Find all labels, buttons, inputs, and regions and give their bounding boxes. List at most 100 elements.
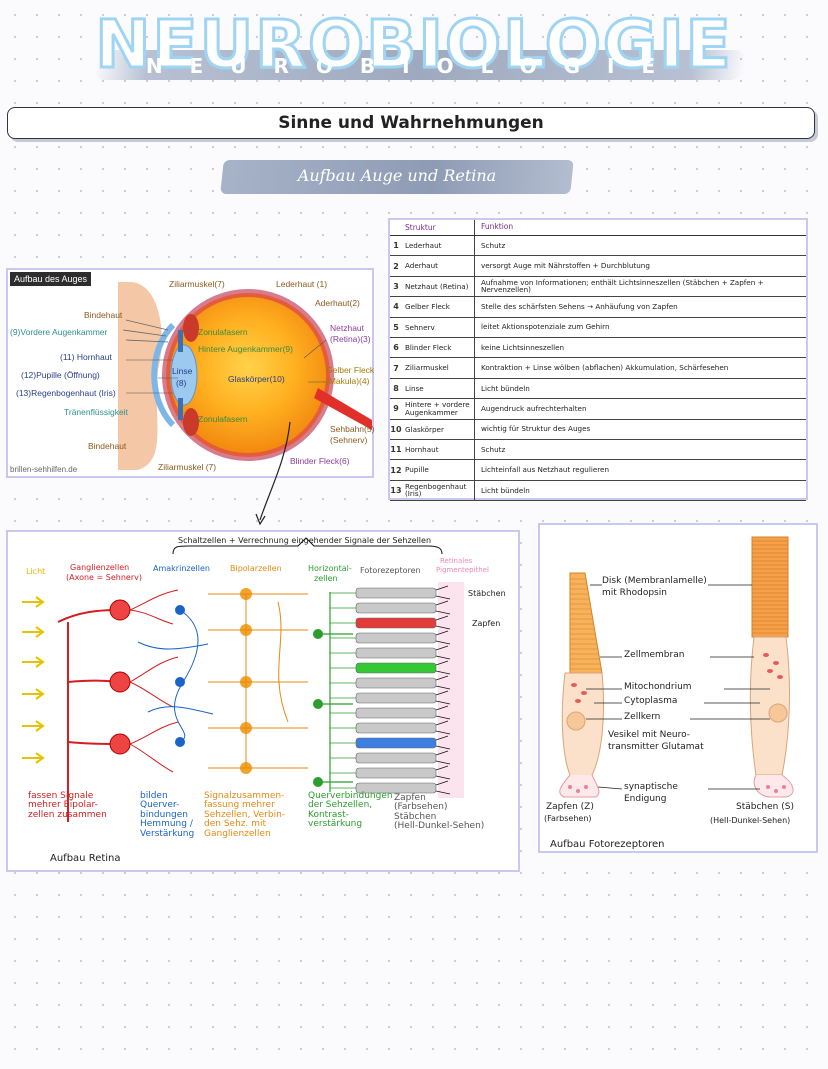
photoreceptor-cell	[355, 767, 437, 779]
table-row-number: 5	[393, 322, 399, 332]
eye-credit: brillen-sehhilfen.de	[10, 465, 78, 474]
photoreceptor-cell	[355, 737, 437, 749]
top-bracket	[172, 537, 443, 555]
arrow-to-retina	[255, 421, 291, 526]
label-aderhaut: Aderhaut(2)	[315, 298, 360, 308]
label-makula: (Makula)(4)	[326, 376, 370, 386]
table-header-struktur: Struktur	[405, 222, 436, 232]
table-row-number: 3	[393, 281, 399, 291]
table-row-structure: Lederhaut	[405, 240, 442, 250]
label-pupille: (12)Pupille (Öffnung)	[21, 370, 100, 380]
label-zapfen: Zapfen (Z)	[546, 802, 594, 812]
light-arrow-icon	[22, 656, 45, 668]
table-row-structure: Gelber Fleck	[405, 302, 450, 312]
eye-diagram: Aufbau des Auges Ziliarmuskel(7) Lederha…	[6, 268, 374, 478]
rod-synaptic-ending	[753, 774, 794, 798]
label-synaptisch: synaptische	[624, 782, 678, 792]
eye-illustration	[118, 281, 372, 470]
table-header-funktion: Funktion	[481, 222, 514, 232]
photoreceptor-cell	[355, 587, 437, 599]
ciliary-muscle-top	[183, 314, 199, 342]
label-ziliarmuskel-bottom: Ziliarmuskel (7)	[158, 462, 217, 472]
table-row-number: 8	[393, 383, 399, 393]
retina-label-horizontal-sub: zellen	[314, 574, 338, 583]
retina-label-ganglien-sub: (Axone = Sehnerv)	[66, 573, 142, 582]
label-zellmembran: Zellmembran	[624, 650, 685, 660]
label-zonulafasern-top: Zonulafasern	[198, 327, 248, 337]
photoreceptor-cell	[355, 662, 437, 674]
eye-diagram-tag: Aufbau des Auges	[10, 272, 92, 286]
label-synaptisch-sub: Endigung	[624, 794, 667, 804]
table-row-structure: Netzhaut (Retina)	[405, 281, 469, 291]
table-row-structure: Ziliarmuskel	[405, 363, 449, 373]
retina-label-pigment: Retinales	[440, 557, 473, 565]
label-staebchen-sub: (Hell-Dunkel-Sehen)	[710, 816, 791, 825]
horizontal-cells	[313, 629, 323, 787]
vitreous-body	[170, 297, 326, 453]
light-arrow-icon	[22, 596, 45, 608]
retina-top-caption: Schaltzellen + Verrechnung eingehender S…	[178, 536, 432, 545]
light-arrow-icon	[22, 626, 45, 638]
light-arrow-icon	[22, 720, 45, 732]
label-lederhaut: Lederhaut (1)	[276, 279, 328, 289]
retina-desc-fotorezeptoren: Zapfen(Farbsehen)Stäbchen(Hell-Dunkel-Se…	[394, 793, 485, 832]
table-row-function: keine Lichtsinneszellen	[481, 342, 565, 352]
label-glaskoerper: Glaskörper(10)	[228, 374, 285, 384]
retina-diagram: Schaltzellen + Verrechnung eingehender S…	[6, 530, 520, 872]
cone-synaptic-ending	[559, 774, 600, 798]
page-title: NEUROBIOLOGIE	[94, 5, 733, 85]
title-banner: NEUROBIOLOGIE NEUROBIOLOGIE	[0, 5, 828, 102]
label-cytoplasma: Cytoplasma	[624, 696, 678, 706]
retina-label-licht: Licht	[26, 567, 46, 576]
table-row-number: 13	[390, 485, 402, 495]
retina-label-bipolar: Bipolarzellen	[230, 564, 282, 573]
table-row-function: leitet Aktionspotenziale zum Gehirn	[481, 322, 610, 332]
retina-illustration	[22, 537, 464, 822]
section-header: Sinne und Wahrnehmungen	[7, 107, 815, 139]
table-row-function: Licht bündeln	[481, 485, 530, 495]
label-gelber-fleck: Gelber Fleck	[326, 365, 375, 375]
photoreceptor-cell	[355, 752, 437, 764]
table-row-number: 11	[390, 445, 402, 455]
table-row-function: Stelle des schärfsten Sehens → Anhäufung…	[481, 301, 678, 311]
photoreceptor-cell	[355, 632, 437, 644]
photoreceptor-cell	[355, 677, 437, 689]
table-row-function: versorgt Auge mit Nährstoffen + Durchblu…	[481, 261, 650, 271]
table-row-structure: Sehnerv	[405, 322, 435, 332]
photo-caption: Aufbau Fotorezeptoren	[550, 839, 665, 850]
label-hintere-augenkammer: Hintere Augenkammer(9)	[198, 344, 293, 354]
table-row-structure: Aderhaut	[405, 261, 438, 271]
ciliary-muscle-bottom	[183, 408, 199, 436]
iris-top	[178, 330, 183, 352]
cone-outer-segment	[569, 572, 603, 674]
light-arrow-icon	[22, 752, 45, 764]
table-row-number: 9	[393, 404, 399, 414]
label-traenenfluessigkeit: Tränenflüssigkeit	[64, 407, 128, 417]
photoreceptor-cell	[355, 692, 437, 704]
ganglion-cells	[109, 599, 131, 755]
label-regenbogenhaut: (13)Regenbogenhaut (Iris)	[16, 388, 116, 398]
table-row-structure: Glaskörper	[405, 424, 444, 434]
table-row-number: 7	[393, 363, 399, 373]
retina-label-staebchen: Stäbchen	[468, 589, 506, 598]
label-mitochondrium: Mitochondrium	[624, 682, 692, 692]
bipolar-cells	[240, 588, 252, 774]
table-row-number: 10	[390, 424, 402, 434]
label-sehnerv: (Sehnerv)	[330, 435, 368, 445]
table-row-function: Licht bündeln	[481, 383, 530, 393]
retina-label-pigment-sub: Pigmentepithel	[436, 566, 489, 574]
photoreceptor-cell	[355, 617, 437, 629]
